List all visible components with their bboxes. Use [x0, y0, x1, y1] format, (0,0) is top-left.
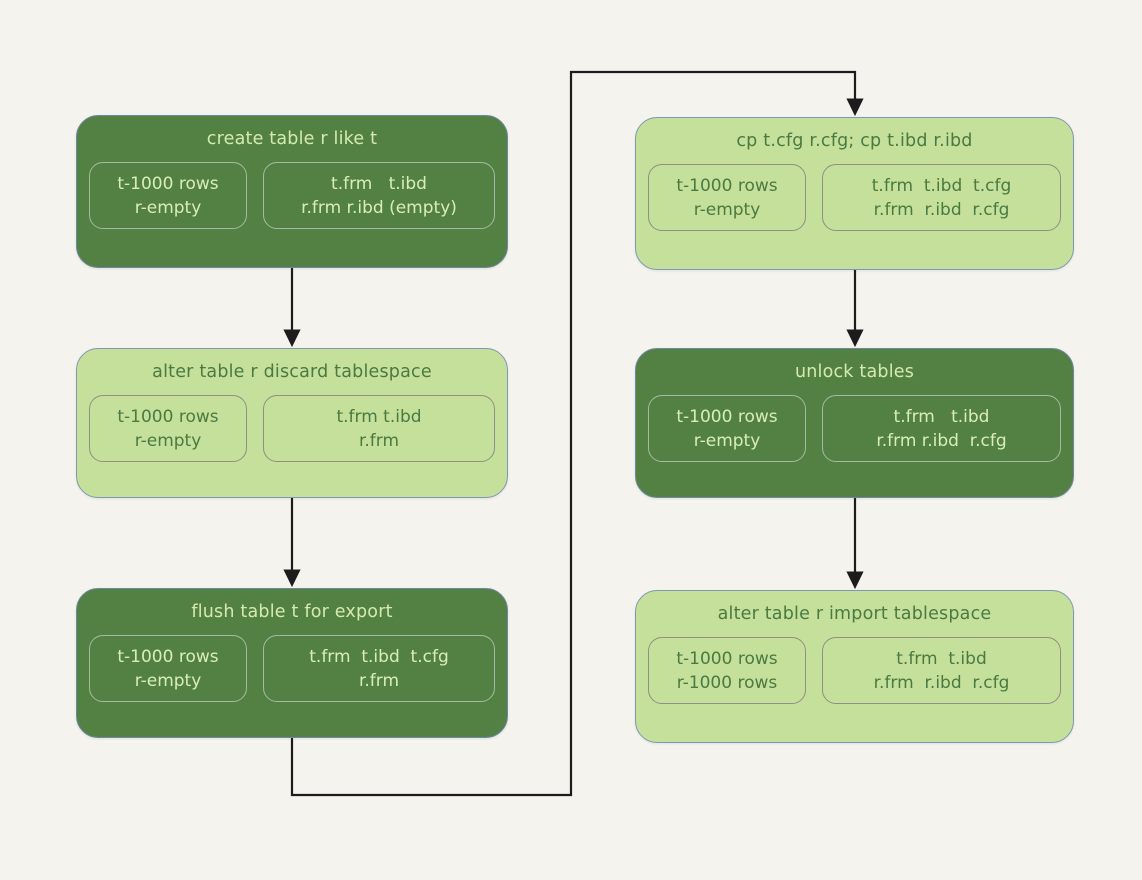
- files-state-pill: t.frm t.ibd r.frm r.ibd r.cfg: [822, 637, 1061, 705]
- node-title: cp t.cfg r.cfg; cp t.ibd r.ibd: [736, 131, 973, 151]
- files-state-line-2: r.frm r.ibd r.cfg: [873, 672, 1010, 693]
- node-title: flush table t for export: [191, 602, 393, 622]
- files-state-line-2: r.frm r.ibd r.cfg: [873, 199, 1010, 220]
- files-state-pill: t.frm t.ibd r.frm r.ibd r.cfg: [822, 395, 1061, 463]
- rows-state-pill: t-1000 rows r-empty: [89, 395, 247, 463]
- files-state-pill: t.frm t.ibd r.frm: [263, 395, 495, 463]
- node-flush-for-export[interactable]: flush table t for export t-1000 rows r-e…: [76, 588, 508, 738]
- files-state-line-1: t.frm t.ibd: [896, 648, 987, 669]
- files-state-line-2: r.frm r.ibd r.cfg: [876, 430, 1007, 451]
- node-state-row: t-1000 rows r-1000 rows t.frm t.ibd r.fr…: [636, 637, 1073, 705]
- rows-state-pill: t-1000 rows r-empty: [648, 395, 806, 463]
- rows-state-line-1: t-1000 rows: [676, 406, 778, 427]
- rows-state-line-2: r-1000 rows: [676, 672, 778, 693]
- node-import-tablespace[interactable]: alter table r import tablespace t-1000 r…: [635, 590, 1074, 743]
- rows-state-line-2: r-empty: [134, 430, 202, 451]
- node-state-row: t-1000 rows r-empty t.frm t.ibd t.cfg r.…: [636, 164, 1073, 232]
- node-copy-files[interactable]: cp t.cfg r.cfg; cp t.ibd r.ibd t-1000 ro…: [635, 117, 1074, 270]
- node-discard-tablespace[interactable]: alter table r discard tablespace t-1000 …: [76, 348, 508, 498]
- rows-state-line-2: r-empty: [134, 670, 202, 691]
- files-state-line-2: r.frm: [358, 430, 400, 451]
- files-state-line-1: t.frm t.ibd: [336, 406, 422, 427]
- node-title: create table r like t: [206, 129, 378, 149]
- files-state-line-1: t.frm t.ibd t.cfg: [871, 175, 1012, 196]
- files-state-pill: t.frm t.ibd t.cfg r.frm: [263, 635, 495, 703]
- rows-state-pill: t-1000 rows r-empty: [89, 635, 247, 703]
- rows-state-pill: t-1000 rows r-1000 rows: [648, 637, 806, 705]
- files-state-line-1: t.frm t.ibd: [331, 173, 427, 194]
- files-state-pill: t.frm t.ibd r.frm r.ibd (empty): [263, 162, 495, 230]
- node-unlock-tables[interactable]: unlock tables t-1000 rows r-empty t.frm …: [635, 348, 1074, 498]
- node-create-table[interactable]: create table r like t t-1000 rows r-empt…: [76, 115, 508, 268]
- node-state-row: t-1000 rows r-empty t.frm t.ibd r.frm r.…: [77, 162, 507, 230]
- rows-state-pill: t-1000 rows r-empty: [89, 162, 247, 230]
- rows-state-line-1: t-1000 rows: [117, 406, 219, 427]
- files-state-pill: t.frm t.ibd t.cfg r.frm r.ibd r.cfg: [822, 164, 1061, 232]
- files-state-line-1: t.frm t.ibd t.cfg: [309, 646, 449, 667]
- rows-state-line-1: t-1000 rows: [117, 173, 219, 194]
- node-state-row: t-1000 rows r-empty t.frm t.ibd r.frm r.…: [636, 395, 1073, 463]
- rows-state-line-2: r-empty: [134, 197, 202, 218]
- files-state-line-1: t.frm t.ibd: [893, 406, 990, 427]
- node-state-row: t-1000 rows r-empty t.frm t.ibd r.frm: [77, 395, 507, 463]
- node-title: alter table r import tablespace: [717, 604, 992, 624]
- files-state-line-2: r.frm r.ibd (empty): [301, 197, 457, 218]
- rows-state-line-1: t-1000 rows: [117, 646, 219, 667]
- node-title: alter table r discard tablespace: [152, 362, 432, 382]
- rows-state-line-1: t-1000 rows: [676, 175, 778, 196]
- rows-state-line-2: r-empty: [693, 430, 761, 451]
- node-state-row: t-1000 rows r-empty t.frm t.ibd t.cfg r.…: [77, 635, 507, 703]
- rows-state-pill: t-1000 rows r-empty: [648, 164, 806, 232]
- files-state-line-2: r.frm: [358, 670, 400, 691]
- node-title: unlock tables: [794, 362, 915, 382]
- rows-state-line-2: r-empty: [693, 199, 761, 220]
- rows-state-line-1: t-1000 rows: [676, 648, 778, 669]
